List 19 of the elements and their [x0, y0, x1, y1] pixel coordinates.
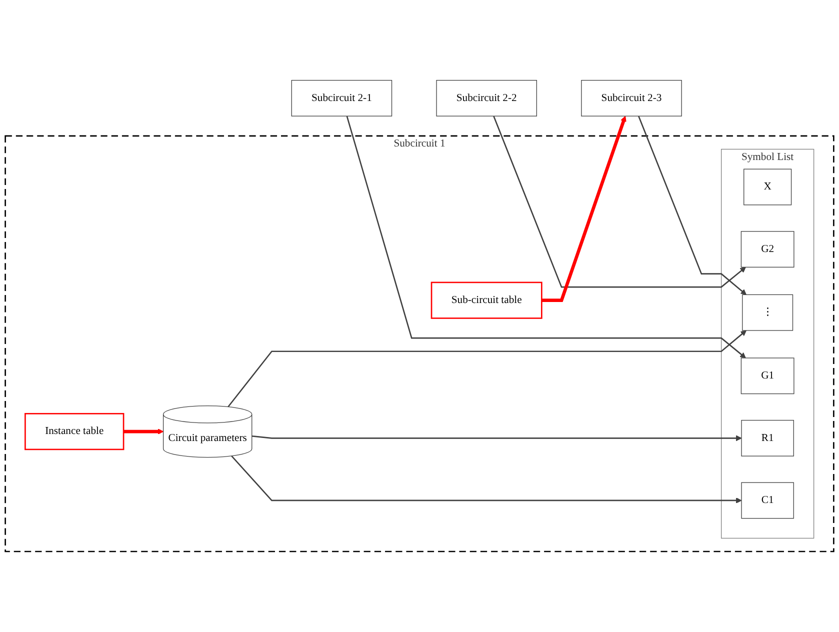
arrow: [124, 428, 164, 435]
node-box: Sub-circuit table: [430, 282, 542, 319]
node-box: G2: [740, 231, 794, 268]
arrow: [638, 116, 746, 296]
node-box: ⋮: [742, 294, 794, 331]
node-box: Subcircuit 2-2: [436, 80, 537, 117]
arrow: [252, 435, 742, 442]
arrow: [542, 116, 626, 302]
arrow: [493, 116, 746, 288]
node-box: G1: [740, 358, 794, 394]
node-box: R1: [741, 420, 794, 456]
node-box: Subcircuit 2-1: [291, 80, 392, 117]
node-box: C1: [741, 482, 794, 519]
arrow: [231, 456, 742, 504]
node-box: Subcircuit 2-3: [581, 80, 682, 117]
arrow: [346, 116, 746, 358]
node-box: X: [744, 168, 792, 206]
arrow: [228, 330, 746, 408]
node-box: Instance table: [24, 413, 124, 450]
